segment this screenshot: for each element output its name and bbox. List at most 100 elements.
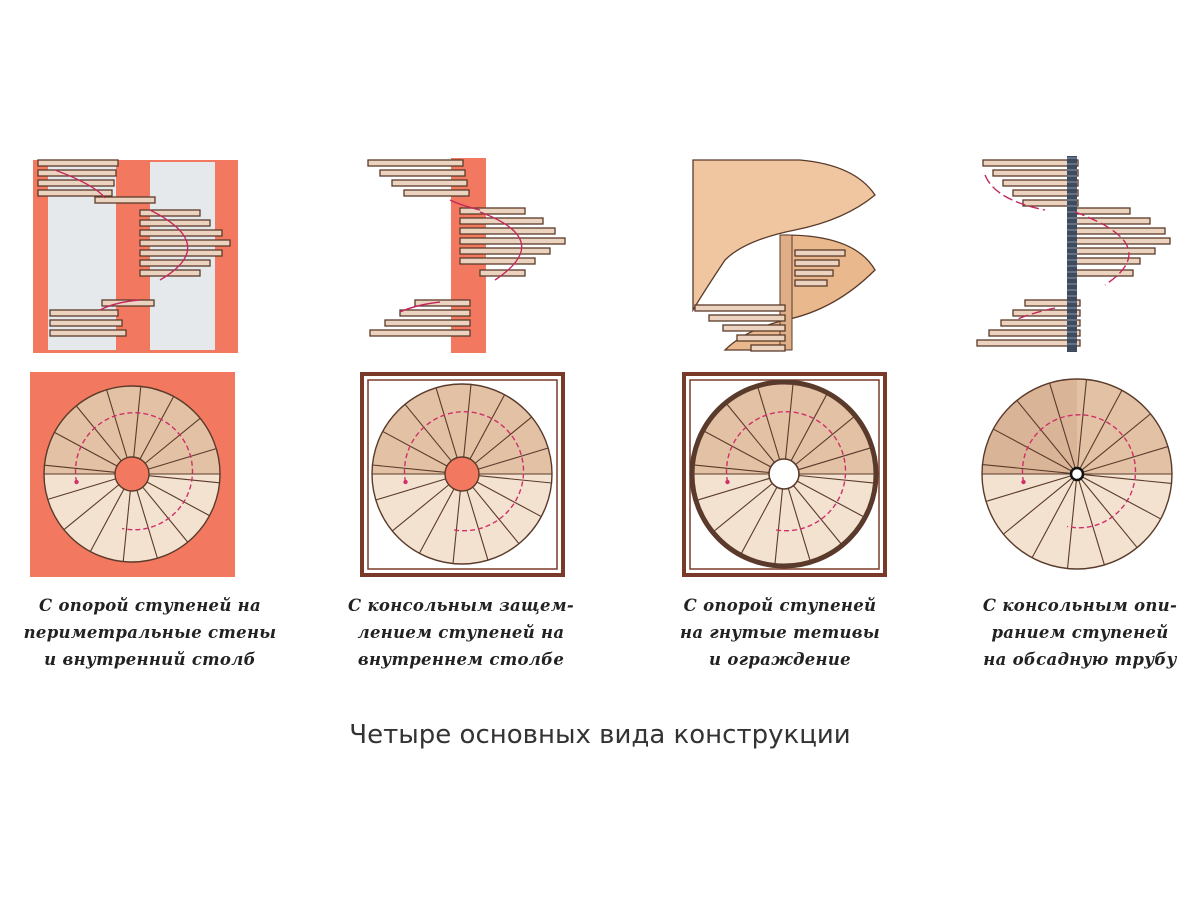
elevation-diagram-1 <box>33 159 238 353</box>
step-tread <box>49 319 123 327</box>
step-tread <box>794 279 828 287</box>
walking-line <box>984 174 1130 321</box>
step-tread <box>794 259 840 267</box>
tread-line <box>1079 390 1123 469</box>
tread-line <box>452 490 461 564</box>
step-tread <box>49 329 127 337</box>
tread-line <box>692 464 770 474</box>
curved-stringer-upper <box>692 159 876 313</box>
step-tread <box>369 329 471 337</box>
step-tread <box>459 227 556 235</box>
tread-line <box>1077 379 1088 469</box>
tread-line <box>474 416 533 464</box>
tread-line <box>139 396 175 460</box>
walking-line-end <box>1021 479 1026 485</box>
tread-line <box>1016 400 1074 470</box>
step-tread <box>384 319 471 327</box>
tread-line <box>466 490 489 561</box>
walking-line <box>1021 414 1137 529</box>
tread-line <box>146 481 210 517</box>
step-tread <box>37 159 119 167</box>
tread-line <box>756 385 781 460</box>
step-tread <box>459 257 536 265</box>
tread-line <box>1003 477 1073 535</box>
center-pipe <box>1069 466 1085 482</box>
tread-line <box>787 488 812 563</box>
walking-line <box>399 199 523 313</box>
tread-line <box>1031 479 1075 558</box>
tread-line <box>469 394 506 460</box>
step-tread <box>1069 227 1166 235</box>
step-tread <box>750 344 786 352</box>
tread-line <box>63 484 120 531</box>
tread-line <box>774 488 784 566</box>
step-tread <box>399 309 471 317</box>
plan-upper-half <box>372 384 552 474</box>
step-tread <box>1072 269 1134 277</box>
step-tread <box>708 314 786 322</box>
panel-cantilever-pipe: С консольным опи- ранием ступеней на обс… <box>930 0 1200 700</box>
tread-line <box>391 484 450 532</box>
outer-frame <box>682 372 887 577</box>
step-tread <box>101 299 155 307</box>
step-tread <box>1002 179 1079 187</box>
tread-line <box>795 415 856 465</box>
center-opening <box>768 458 800 490</box>
step-tread <box>736 334 786 342</box>
tread-line <box>1078 479 1105 566</box>
step-tread <box>479 269 526 277</box>
step-tread <box>1069 217 1151 225</box>
tread-line <box>148 448 217 470</box>
tread-line <box>784 382 794 460</box>
tread-line <box>1082 446 1169 473</box>
tread-line <box>993 428 1072 472</box>
plan-outline <box>981 378 1173 570</box>
step-tread <box>992 169 1079 177</box>
step-tread <box>37 189 113 197</box>
tread-line <box>793 485 843 546</box>
tread-line <box>695 477 770 502</box>
elevation-diagram-2 <box>367 158 566 353</box>
tread-line <box>463 384 472 458</box>
tread-line <box>478 475 552 484</box>
walking-line-end <box>725 479 730 485</box>
tread-line <box>739 486 778 556</box>
caption-2: С консольным защем- лением ступеней на в… <box>347 596 574 669</box>
caption-4: С консольным опи- ранием ступеней на обс… <box>982 596 1178 669</box>
step-tread <box>1069 247 1156 255</box>
plan-upper-half <box>44 386 220 474</box>
step-tread <box>139 239 231 247</box>
step-tread <box>988 329 1081 337</box>
walking-line <box>403 411 525 532</box>
step-tread <box>139 209 201 217</box>
step-tread <box>459 237 566 245</box>
tread-line <box>1081 413 1151 471</box>
center-post <box>114 456 150 492</box>
figure-caption: Четыре основных вида конструкции <box>349 720 851 750</box>
step-tread <box>982 159 1079 167</box>
step-tread <box>1000 319 1081 327</box>
step-tread <box>139 229 223 237</box>
panel-curved-stringers: С опорой ступеней на гнутые тетивы и огр… <box>630 0 930 700</box>
outer-frame <box>360 372 565 577</box>
step-tread <box>1022 199 1079 207</box>
step-tread <box>459 247 551 255</box>
walking-line-end <box>74 479 79 485</box>
elevation-diagram-4 <box>976 156 1171 352</box>
walking-line <box>725 411 847 532</box>
tread-line <box>382 430 448 467</box>
tread-line <box>54 431 118 467</box>
step-tread <box>794 249 846 257</box>
step-tread <box>694 304 786 312</box>
center-support <box>779 234 793 351</box>
tread-line <box>725 402 775 463</box>
step-tread <box>459 207 526 215</box>
step-tread <box>414 299 471 307</box>
step-tread <box>37 179 115 187</box>
plan-diagram-4 <box>981 378 1173 570</box>
tread-line <box>148 475 220 484</box>
tread-line <box>796 480 866 519</box>
walking-line-end <box>403 479 408 485</box>
plan-lower-half <box>44 474 220 562</box>
step-tread <box>49 309 119 317</box>
